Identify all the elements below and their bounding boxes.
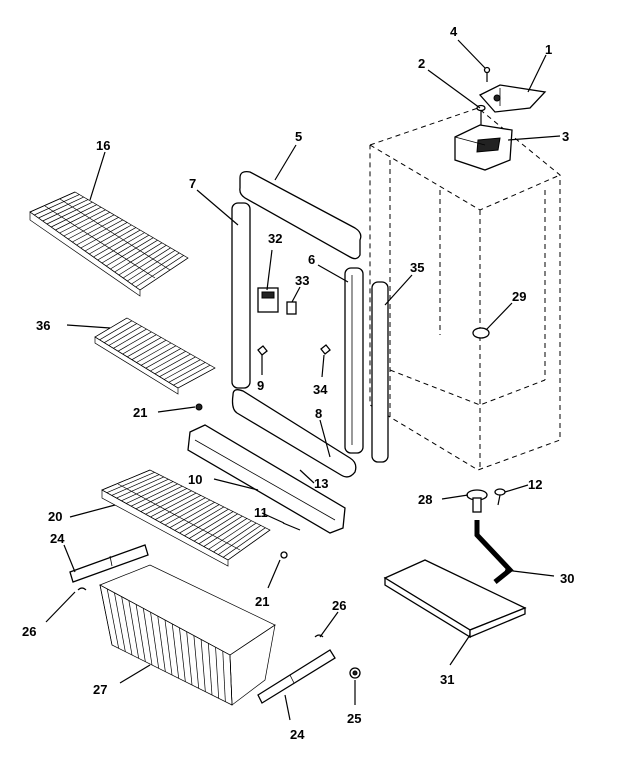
- callout-8: 8: [315, 406, 322, 421]
- callout-24-b: 24: [290, 727, 305, 742]
- callout-4: 4: [450, 24, 458, 39]
- door-gasket-top-part: [239, 170, 362, 260]
- basket-rail-left-part: [69, 544, 149, 583]
- callout-26-b: 26: [332, 598, 346, 613]
- wire-shelf-small-part: [94, 317, 216, 395]
- door-gasket-left-part: [231, 202, 251, 389]
- basket-rail-right-part: [257, 649, 336, 704]
- retainer-part-34: [320, 344, 331, 355]
- callout-16: 16: [96, 138, 110, 153]
- basket-part: [99, 564, 276, 706]
- callout-33: 33: [295, 273, 309, 288]
- clip-part: [286, 301, 297, 315]
- callout-30: 30: [560, 571, 574, 586]
- wire-shelf-lower-part: [101, 469, 271, 567]
- callout-7: 7: [189, 176, 196, 191]
- hinge-bracket-part: [478, 84, 547, 113]
- callout-13: 13: [314, 476, 328, 491]
- door-gasket-bottom-part: [231, 389, 357, 478]
- rail-clip-part: [77, 587, 324, 638]
- callout-3: 3: [562, 129, 569, 144]
- wire-shelf-top-part: [29, 191, 189, 297]
- callout-10: 10: [188, 472, 202, 487]
- callout-24-a: 24: [50, 531, 65, 546]
- knob-part-28: [466, 489, 488, 513]
- callout-20: 20: [48, 509, 62, 524]
- plug-part-29: [472, 327, 490, 339]
- callout-31: 31: [440, 672, 454, 687]
- door-gasket-strip-part: [371, 281, 389, 463]
- leveler-part: [349, 667, 361, 679]
- hinge-screw-part: [476, 66, 491, 125]
- callout-labels: 1 2 3 4 5 6 7 8 9 10 11 12 13 16 20 21 2…: [22, 24, 574, 742]
- screw-part-12: [494, 488, 506, 506]
- leader-lines: [45, 39, 561, 721]
- callout-36: 36: [36, 318, 50, 333]
- callout-28: 28: [418, 492, 432, 507]
- callout-27: 27: [93, 682, 107, 697]
- cabinet-outline: [369, 107, 561, 471]
- callout-25: 25: [347, 711, 361, 726]
- callout-5: 5: [295, 129, 302, 144]
- callout-26-a: 26: [22, 624, 36, 639]
- callout-9: 9: [257, 378, 264, 393]
- callout-12: 12: [528, 477, 542, 492]
- callout-21-a: 21: [133, 405, 147, 420]
- callout-34: 34: [313, 382, 328, 397]
- callout-11: 11: [254, 505, 268, 520]
- callout-32: 32: [268, 231, 282, 246]
- callout-6: 6: [308, 252, 315, 267]
- callout-29: 29: [512, 289, 526, 304]
- callout-35: 35: [410, 260, 424, 275]
- screw-part-21: [195, 403, 288, 559]
- switch-part: [257, 287, 279, 313]
- drain-tube-part: [474, 520, 514, 584]
- retainer-part-9: [257, 345, 268, 356]
- screw-part-11: [282, 522, 301, 531]
- drain-pan-part: [383, 559, 527, 639]
- door-gasket-right-part: [344, 267, 364, 454]
- hinge-block-part: [454, 124, 513, 171]
- callout-2: 2: [418, 56, 425, 71]
- callout-1: 1: [545, 42, 552, 57]
- callout-21-b: 21: [255, 594, 269, 609]
- door-bar-part: [187, 424, 346, 534]
